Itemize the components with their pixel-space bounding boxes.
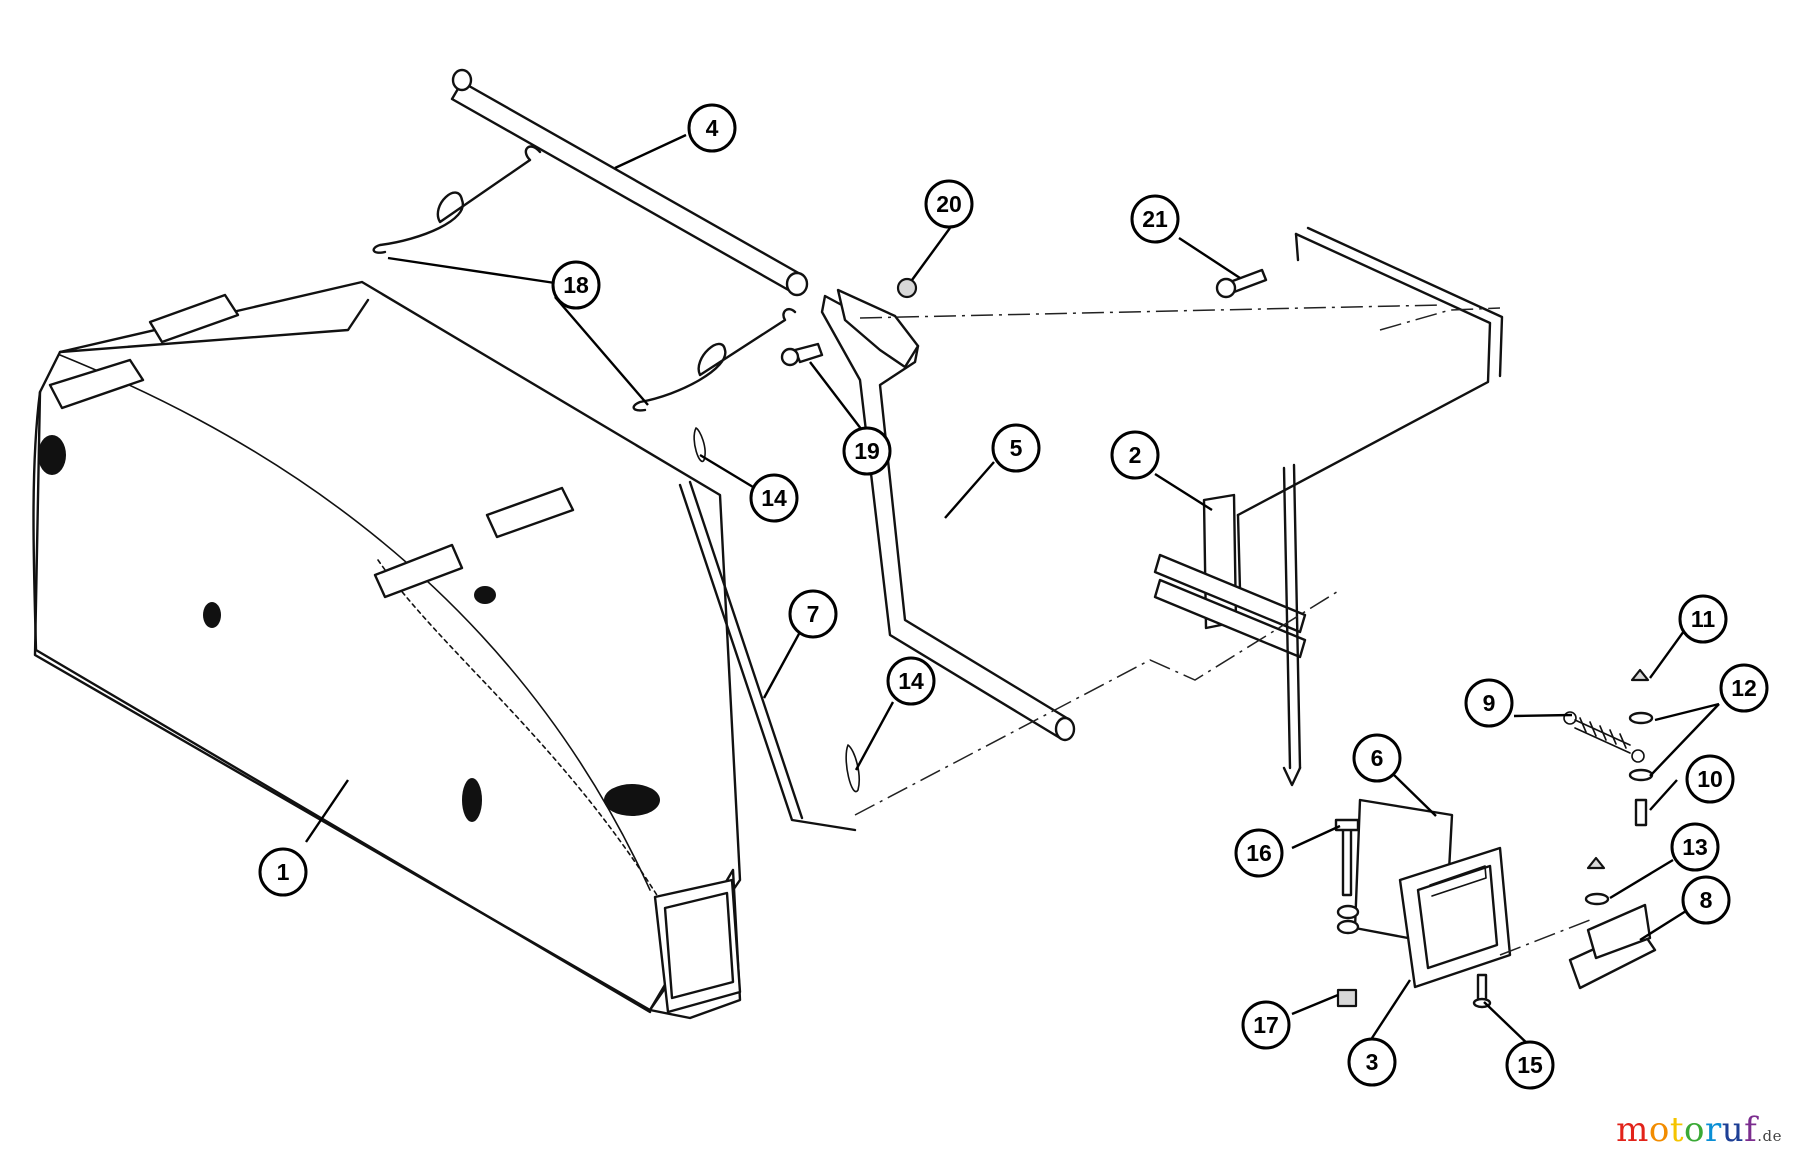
callout-14-lower: 14 xyxy=(886,656,936,706)
callout-21: 21 xyxy=(1130,194,1180,244)
callout-6: 6 xyxy=(1352,733,1402,783)
callout-7: 7 xyxy=(788,589,838,639)
callout-20: 20 xyxy=(924,179,974,229)
callout-19: 19 xyxy=(842,426,892,476)
watermark-letter: o xyxy=(1648,1110,1670,1150)
gasket-frame-part xyxy=(1398,846,1512,989)
callout-label: 14 xyxy=(898,668,924,694)
callout-label: 2 xyxy=(1129,442,1142,468)
callout-label: 5 xyxy=(1010,435,1023,461)
callout-label: 21 xyxy=(1142,206,1168,232)
watermark-letter: t xyxy=(1669,1110,1684,1150)
callout-15: 15 xyxy=(1505,1040,1555,1090)
watermark-letter: u xyxy=(1721,1110,1745,1150)
callout-18: 18 xyxy=(551,260,601,310)
spring-part xyxy=(1563,711,1645,763)
callout-label: 16 xyxy=(1246,840,1272,866)
callout-4: 4 xyxy=(687,103,737,153)
grass-bag-part xyxy=(32,280,742,1020)
callout-label: 18 xyxy=(563,272,589,298)
callout-9: 9 xyxy=(1464,678,1514,728)
callout-13: 13 xyxy=(1670,822,1720,872)
watermark-letter: o xyxy=(1684,1110,1705,1150)
watermark-letter: f xyxy=(1744,1110,1758,1150)
callout-label: 10 xyxy=(1697,766,1723,792)
nut-part xyxy=(896,277,918,299)
callout-label: 12 xyxy=(1731,675,1757,701)
callout-1: 1 xyxy=(258,847,308,897)
callout-10: 10 xyxy=(1685,754,1735,804)
deflector-part xyxy=(1568,903,1657,990)
leader-lines xyxy=(305,133,1720,1049)
callout-label: 7 xyxy=(807,601,820,627)
watermark-letter: r xyxy=(1704,1110,1722,1150)
callout-label: 8 xyxy=(1700,887,1713,913)
callout-label: 1 xyxy=(277,859,290,885)
callout-3: 3 xyxy=(1347,1037,1397,1087)
callout-label: 14 xyxy=(761,485,787,511)
mounting-bolt-part xyxy=(1215,268,1268,299)
callout-label: 9 xyxy=(1483,690,1496,716)
wire-hooks-part xyxy=(372,145,797,412)
assembly-axis-lines xyxy=(854,304,1596,956)
callout-label: 3 xyxy=(1366,1049,1379,1075)
callout-label: 13 xyxy=(1682,834,1708,860)
callout-17: 17 xyxy=(1241,1000,1291,1050)
small-hardware-part xyxy=(1584,668,1654,906)
callout-label: 19 xyxy=(854,438,880,464)
callout-14-upper: 14 xyxy=(749,473,799,523)
callout-5: 5 xyxy=(991,423,1041,473)
handle-bar-part xyxy=(820,288,1076,742)
callout-label: 11 xyxy=(1691,606,1716,632)
callout-12: 12 xyxy=(1719,663,1769,713)
callout-2: 2 xyxy=(1110,430,1160,480)
callout-label: 6 xyxy=(1371,745,1384,771)
watermark-logo: motoruf.de xyxy=(1616,1110,1782,1150)
rod-part xyxy=(678,427,860,832)
callout-8: 8 xyxy=(1681,875,1731,925)
callout-label: 15 xyxy=(1517,1052,1543,1078)
bracket-frame-part xyxy=(1153,226,1504,787)
callout-label: 17 xyxy=(1253,1012,1279,1038)
watermark-tld: .de xyxy=(1757,1127,1782,1145)
callout-label: 20 xyxy=(936,191,962,217)
callout-label: 4 xyxy=(706,115,719,141)
bolt-part xyxy=(780,342,824,367)
tube-part xyxy=(450,68,809,297)
callout-16: 16 xyxy=(1234,828,1284,878)
watermark-letter: m xyxy=(1616,1110,1649,1150)
callout-11: 11 xyxy=(1678,594,1728,644)
